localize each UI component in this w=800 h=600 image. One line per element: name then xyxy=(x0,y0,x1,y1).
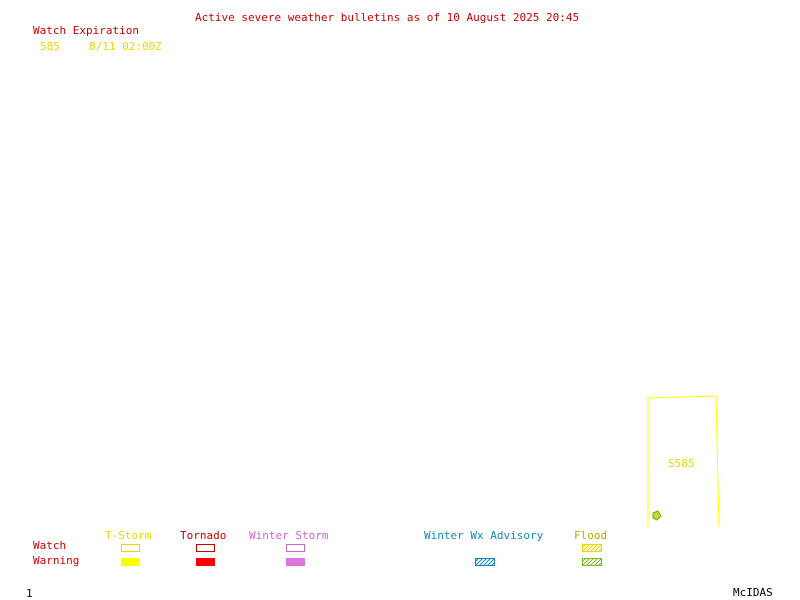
tstorm-watch-swatch xyxy=(121,544,140,552)
watch-number: 585 xyxy=(40,40,60,53)
watch-expiration-time: 8/11 02:00Z xyxy=(89,40,162,53)
flood-watch-swatch xyxy=(582,544,602,552)
frame-number: 1 xyxy=(26,587,33,600)
tornado-watch-swatch xyxy=(196,544,215,552)
tornado-warning-swatch xyxy=(196,558,215,566)
legend-tstorm-label: T-Storm xyxy=(105,529,152,542)
legend-flood-label: Flood xyxy=(574,529,608,542)
legend-winter-wx-advisory-label: Winter Wx Advisory xyxy=(424,529,544,542)
winter-storm-warning-swatch xyxy=(286,558,305,566)
flood-warning-area xyxy=(652,510,662,521)
legend-tornado-label: Tornado xyxy=(180,529,227,542)
bulletin-title: Active severe weather bulletins as of 10… xyxy=(195,11,580,24)
watch-expiration-heading: Watch Expiration xyxy=(33,24,139,37)
watch-585-outline xyxy=(647,395,720,528)
winter-storm-watch-swatch xyxy=(286,544,305,552)
winter-wx-advisory-swatch xyxy=(475,558,495,566)
flood-warning-swatch xyxy=(582,558,602,566)
legend-winter-storm-label: Winter Storm xyxy=(249,529,329,542)
legend-warning-row-label: Warning xyxy=(33,554,80,567)
tstorm-warning-swatch xyxy=(121,558,140,566)
legend-watch-row-label: Watch xyxy=(33,539,67,552)
watch-box-label: S585 xyxy=(668,457,695,470)
mcidas-brand: McIDAS xyxy=(733,586,773,599)
